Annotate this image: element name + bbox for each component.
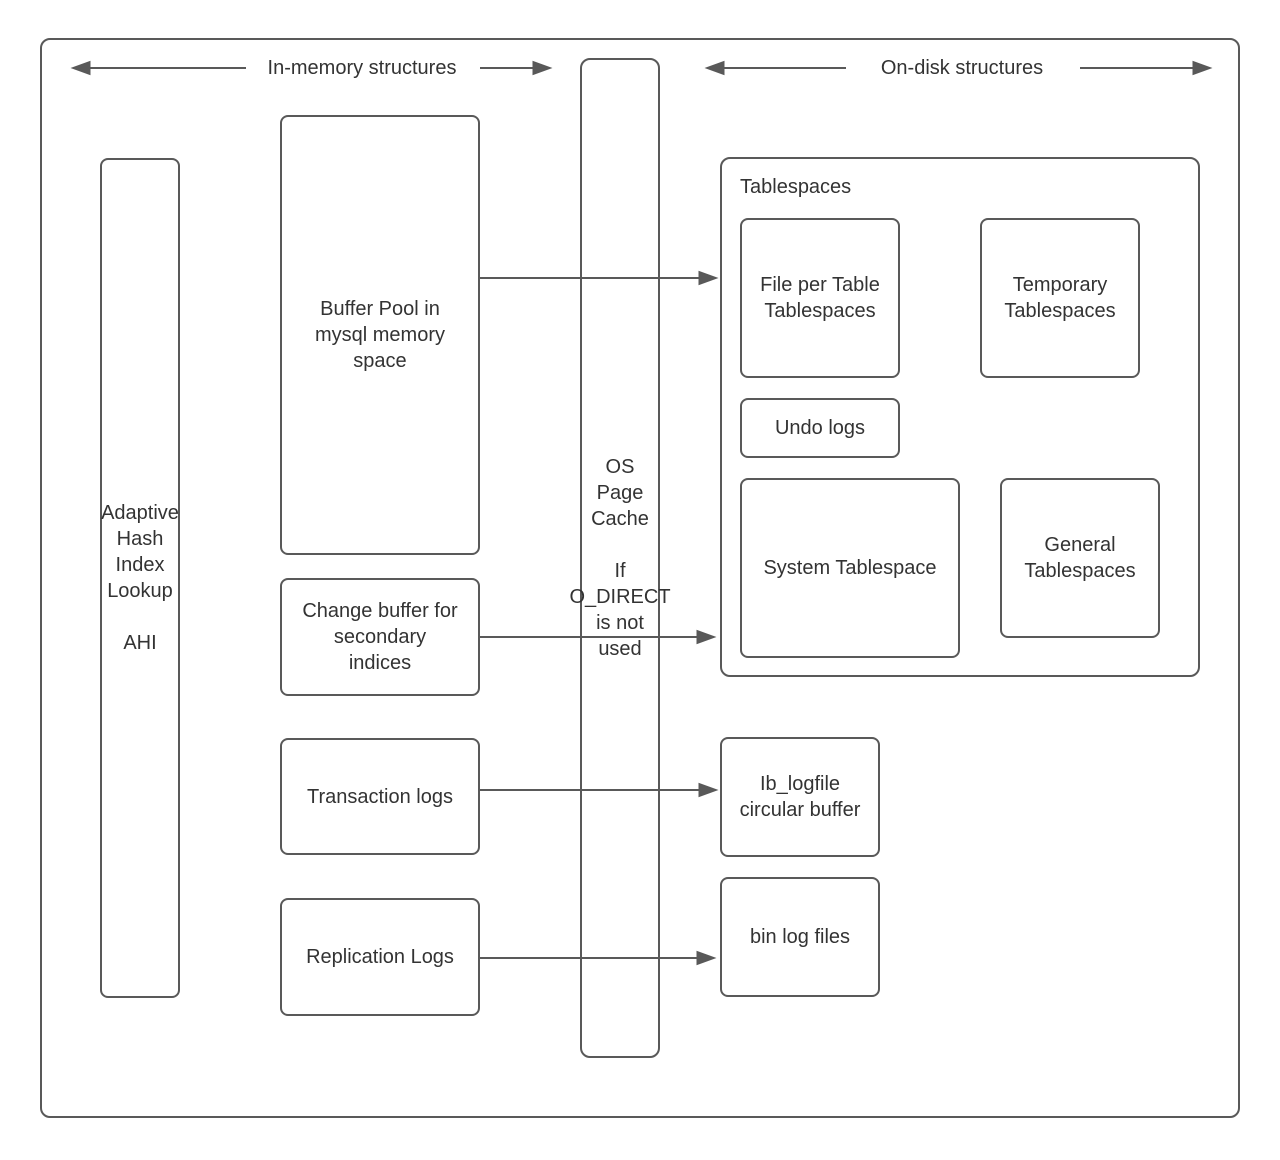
in-memory-structures-label: In-memory structures (267, 57, 457, 79)
temporary-tablespaces-label: Temporary Tablespaces (1004, 274, 1116, 322)
buffer-pool-box: Buffer Pool in mysql memory space (280, 115, 480, 555)
system-tablespace-box: System Tablespace (740, 478, 960, 658)
temporary-tablespaces-box: Temporary Tablespaces (980, 218, 1140, 378)
general-tablespaces-label: General Tablespaces (1024, 534, 1136, 582)
file-per-table-tablespaces-label: File per Table Tablespaces (760, 274, 880, 322)
bin-log-files-box: bin log files (720, 877, 880, 997)
tablespaces-title: Tablespaces (740, 176, 852, 198)
ib-logfile-label: Ib_logfile circular buffer (739, 773, 861, 821)
replication-logs-label: Replication Logs (306, 946, 454, 968)
undo-logs-box: Undo logs (740, 398, 900, 458)
on-disk-structures-label: On-disk structures (880, 57, 1044, 79)
change-buffer-box: Change buffer for secondary indices (280, 578, 480, 696)
ib-logfile-box: Ib_logfile circular buffer (720, 737, 880, 857)
system-tablespace-label: System Tablespace (763, 557, 937, 579)
change-buffer-label: Change buffer for secondary indices (302, 600, 458, 674)
os-page-cache-label: OS Page Cache If O_DIRECT is not used (569, 456, 671, 660)
adaptive-hash-index-box: Adaptive Hash Index Lookup AHI (100, 158, 180, 998)
replication-logs-box: Replication Logs (280, 898, 480, 1016)
adaptive-hash-index-label: Adaptive Hash Index Lookup AHI (101, 502, 179, 654)
file-per-table-tablespaces-box: File per Table Tablespaces (740, 218, 900, 378)
undo-logs-label: Undo logs (774, 417, 866, 439)
buffer-pool-label: Buffer Pool in mysql memory space (314, 298, 445, 372)
general-tablespaces-box: General Tablespaces (1000, 478, 1160, 638)
transaction-logs-label: Transaction logs (307, 785, 453, 808)
transaction-logs-box: Transaction logs (280, 738, 480, 855)
os-page-cache-box: OS Page Cache If O_DIRECT is not used (569, 58, 671, 1058)
bin-log-files-label: bin log files (749, 926, 851, 948)
